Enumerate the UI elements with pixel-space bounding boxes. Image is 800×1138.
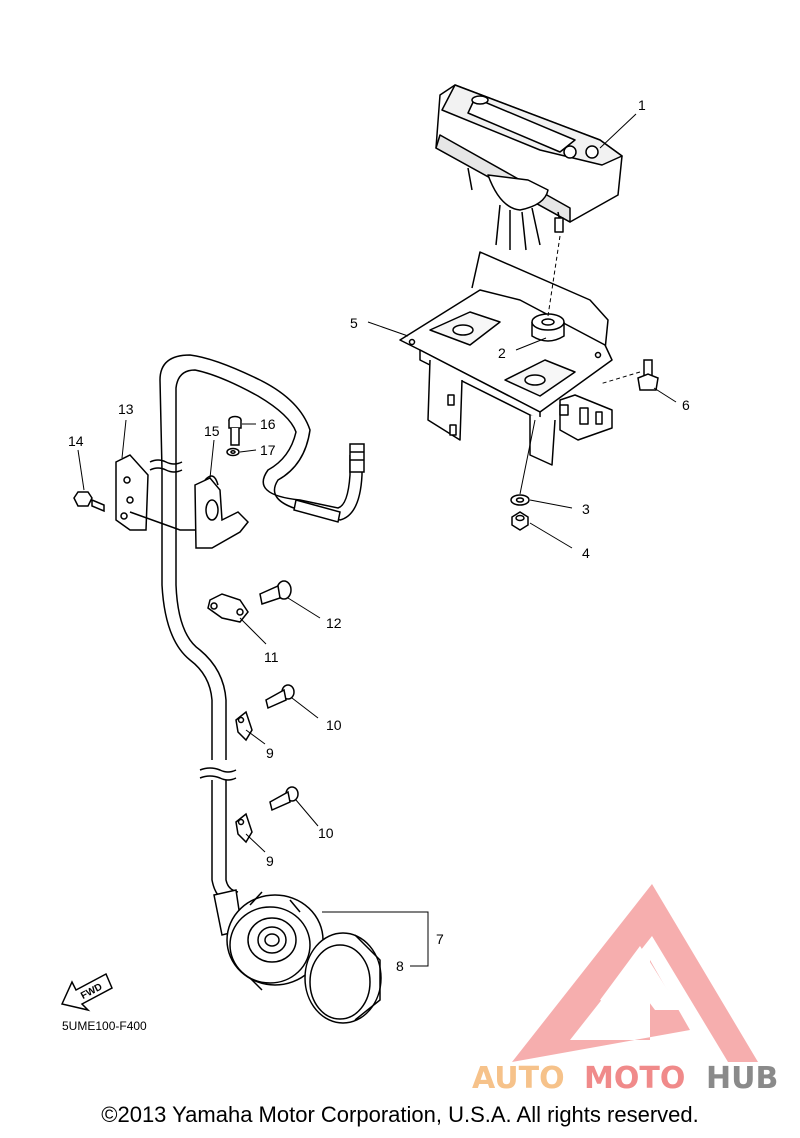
callout-3: 3 xyxy=(582,501,590,517)
cable-sleeve xyxy=(293,499,341,523)
callout-17: 17 xyxy=(260,442,276,458)
callout-1: 1 xyxy=(638,97,646,113)
watermark-moto: MOTO xyxy=(584,1061,685,1096)
callout-8: 8 xyxy=(396,958,404,974)
callout-labels: 1 2 3 4 5 6 7 8 9 9 10 10 11 12 13 14 15… xyxy=(68,97,690,974)
callout-5: 5 xyxy=(350,315,358,331)
callout-10: 10 xyxy=(326,717,342,733)
callout-9: 9 xyxy=(266,745,274,761)
callout-9: 9 xyxy=(266,853,274,869)
oil-seal xyxy=(304,932,382,1024)
collar xyxy=(510,494,530,506)
callout-12: 12 xyxy=(326,615,342,631)
callout-11: 11 xyxy=(264,649,279,665)
diagram-code: 5UME100-F400 xyxy=(62,1019,147,1033)
screw xyxy=(265,684,295,710)
callout-6: 6 xyxy=(682,397,690,413)
assembly-lines xyxy=(519,235,641,495)
speedometer-gear-unit xyxy=(213,889,324,991)
bolt xyxy=(637,359,659,391)
automotohub-watermark-logo xyxy=(512,884,758,1062)
callout-13: 13 xyxy=(118,401,134,417)
washer xyxy=(226,447,240,457)
screw xyxy=(259,580,292,605)
cable-end-fitting xyxy=(349,443,365,473)
cable-break-mark xyxy=(149,459,237,781)
copyright-notice: ©2013 Yamaha Motor Corporation, U.S.A. A… xyxy=(101,1102,699,1127)
meter-assembly xyxy=(435,84,623,251)
callout-4: 4 xyxy=(582,545,590,561)
cable-guide-bracket xyxy=(115,454,196,531)
nut xyxy=(511,511,529,531)
automotohub-watermark-text: AUTO MOTO HUB xyxy=(472,1061,778,1096)
grommet xyxy=(531,313,565,342)
leader-lines xyxy=(77,113,677,967)
callout-2: 2 xyxy=(498,345,506,361)
watermark-auto: AUTO xyxy=(472,1061,565,1096)
callout-10: 10 xyxy=(318,825,334,841)
callout-7: 7 xyxy=(436,931,444,947)
callout-15: 15 xyxy=(204,423,220,439)
cable-clamp xyxy=(207,593,249,623)
callout-16: 16 xyxy=(260,416,276,432)
fwd-arrow-icon: FWD xyxy=(60,972,113,1012)
cable-clamp xyxy=(194,475,250,549)
screw xyxy=(269,786,299,812)
callout-14: 14 xyxy=(68,433,84,449)
watermark-hub: HUB xyxy=(706,1061,778,1096)
bolt xyxy=(228,415,242,446)
cable-clamp xyxy=(235,710,253,742)
meter-bracket xyxy=(399,251,613,466)
bolt xyxy=(73,491,105,513)
